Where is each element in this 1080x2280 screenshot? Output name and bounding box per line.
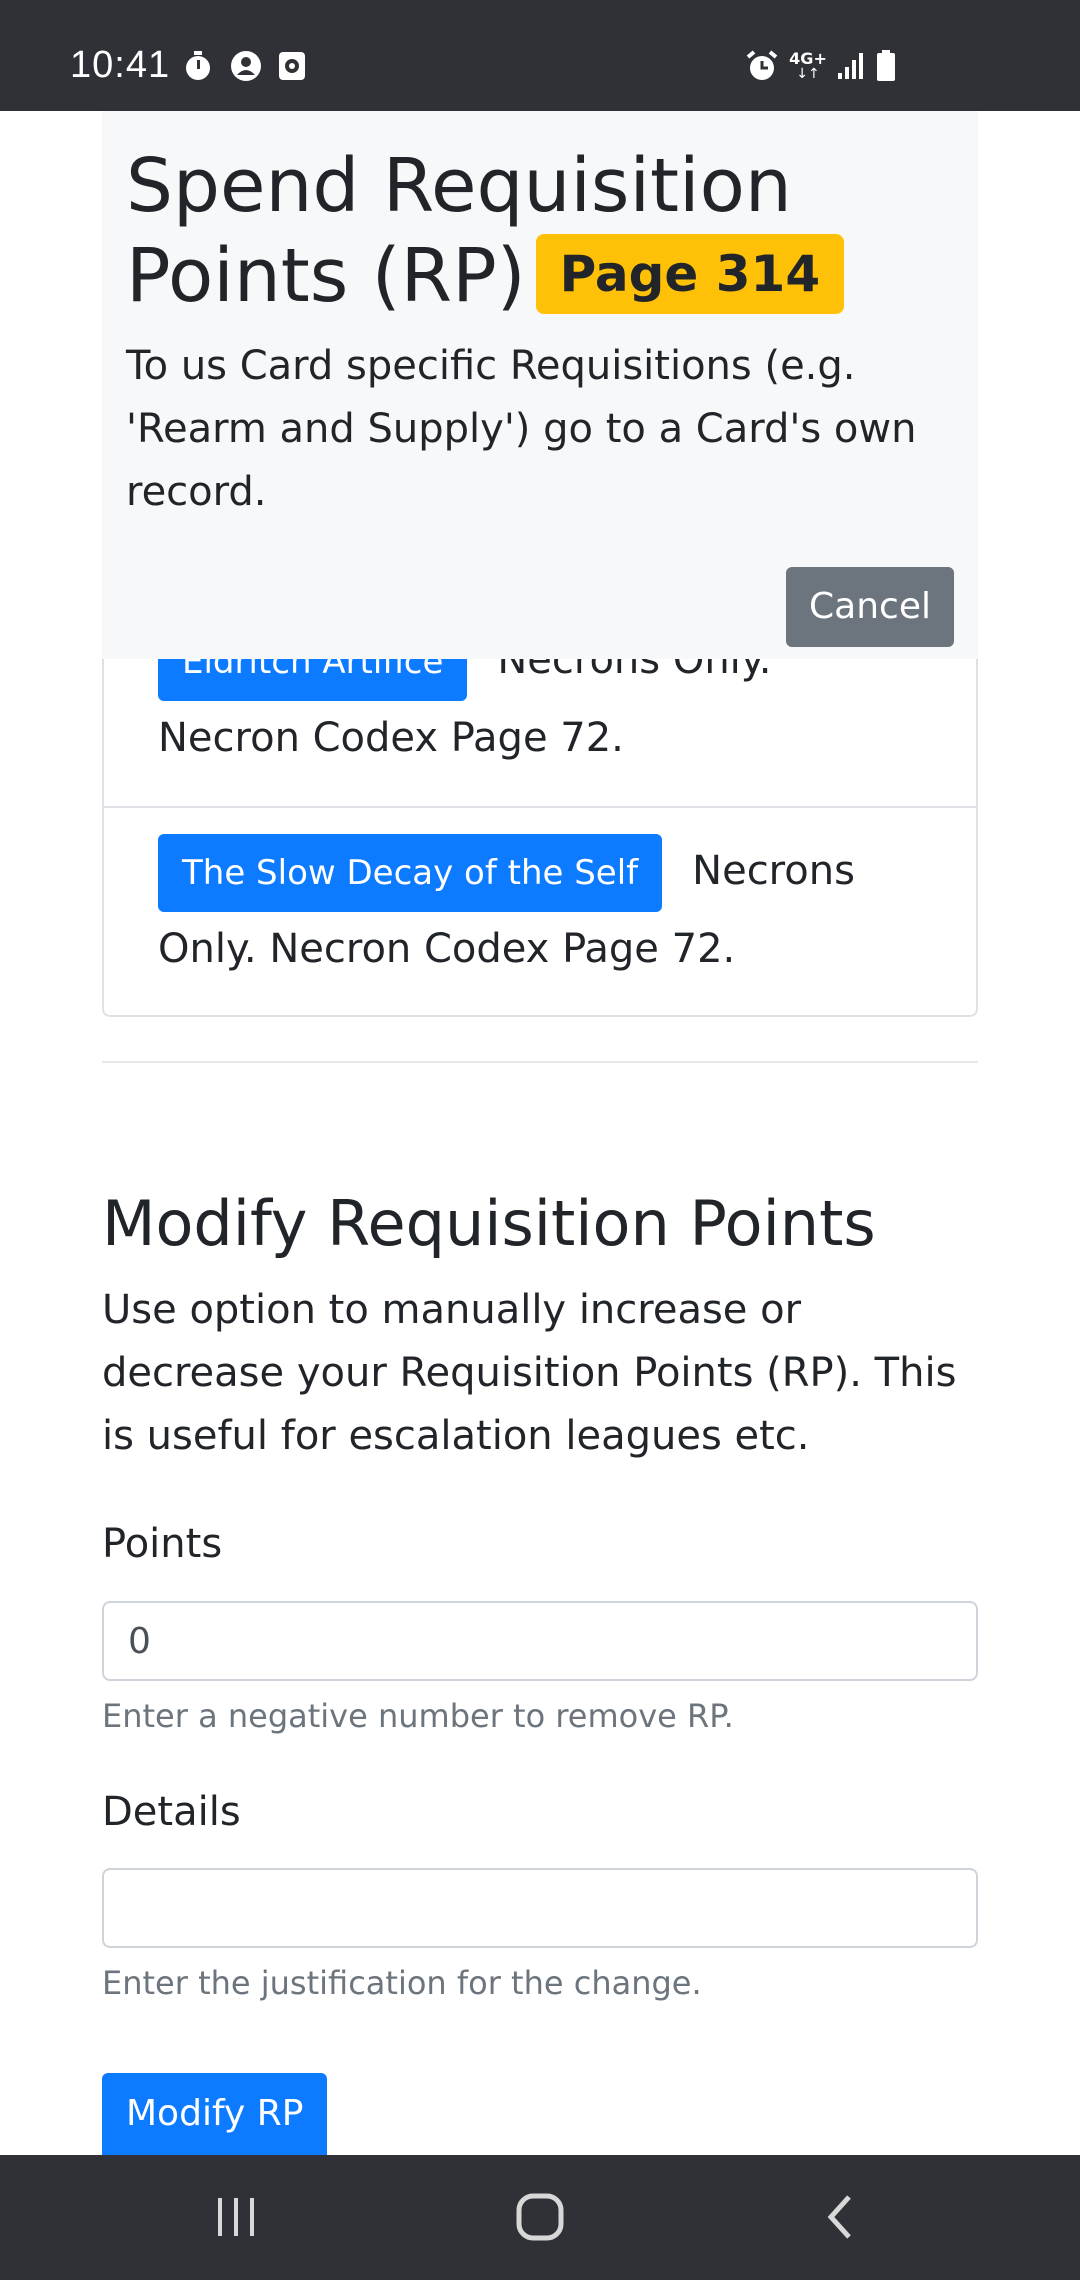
section-divider <box>102 1061 978 1063</box>
modify-section-title: Modify Requisition Points <box>102 1187 876 1260</box>
modify-section-description: Use option to manually increase or decre… <box>102 1287 957 1459</box>
points-help-text: Enter a negative number to remove RP. <box>102 1697 734 1735</box>
points-label: Points <box>102 1521 223 1567</box>
status-time: 10:41 <box>70 44 171 86</box>
details-input[interactable] <box>102 1868 978 1948</box>
screen-record-icon <box>274 48 310 84</box>
signal-icon <box>834 48 868 84</box>
navigation-bar <box>0 2155 1080 2280</box>
cancel-button[interactable]: Cancel <box>786 567 954 647</box>
requisition-description: Necrons Only. Necron Codex Page 72. <box>158 637 772 761</box>
page-badge: Page 314 <box>535 234 845 315</box>
account-icon <box>228 48 264 84</box>
panel-title: Spend Requisition Points (RP)Page 314 <box>126 141 966 321</box>
4g-icon: 4G+ ↓↑ <box>789 49 827 82</box>
alarm-icon <box>742 48 782 84</box>
spend-requisition-panel: Spend Requisition Points (RP)Page 314 To… <box>102 111 978 659</box>
list-divider <box>104 806 976 808</box>
back-icon[interactable] <box>800 2187 880 2247</box>
requisition-button-slow-decay[interactable]: The Slow Decay of the Self <box>158 834 663 912</box>
recent-apps-icon[interactable] <box>196 2187 276 2247</box>
panel-intro-text: To us Card specific Requisitions (e.g. '… <box>126 343 917 515</box>
panel-title-text: Spend Requisition Points (RP) <box>126 143 792 319</box>
stopwatch-icon <box>180 48 216 84</box>
details-help-text: Enter the justification for the change. <box>102 1964 702 2002</box>
details-label: Details <box>102 1789 241 1835</box>
modify-rp-button[interactable]: Modify RP <box>102 2073 328 2155</box>
points-input[interactable] <box>102 1601 978 1681</box>
requisition-description: Necrons Only. Necron Codex Page 72. <box>158 848 855 972</box>
home-icon[interactable] <box>500 2187 580 2247</box>
status-bar: 10:41 4G+ ↓↑ <box>0 0 1080 111</box>
battery-icon <box>874 48 898 84</box>
